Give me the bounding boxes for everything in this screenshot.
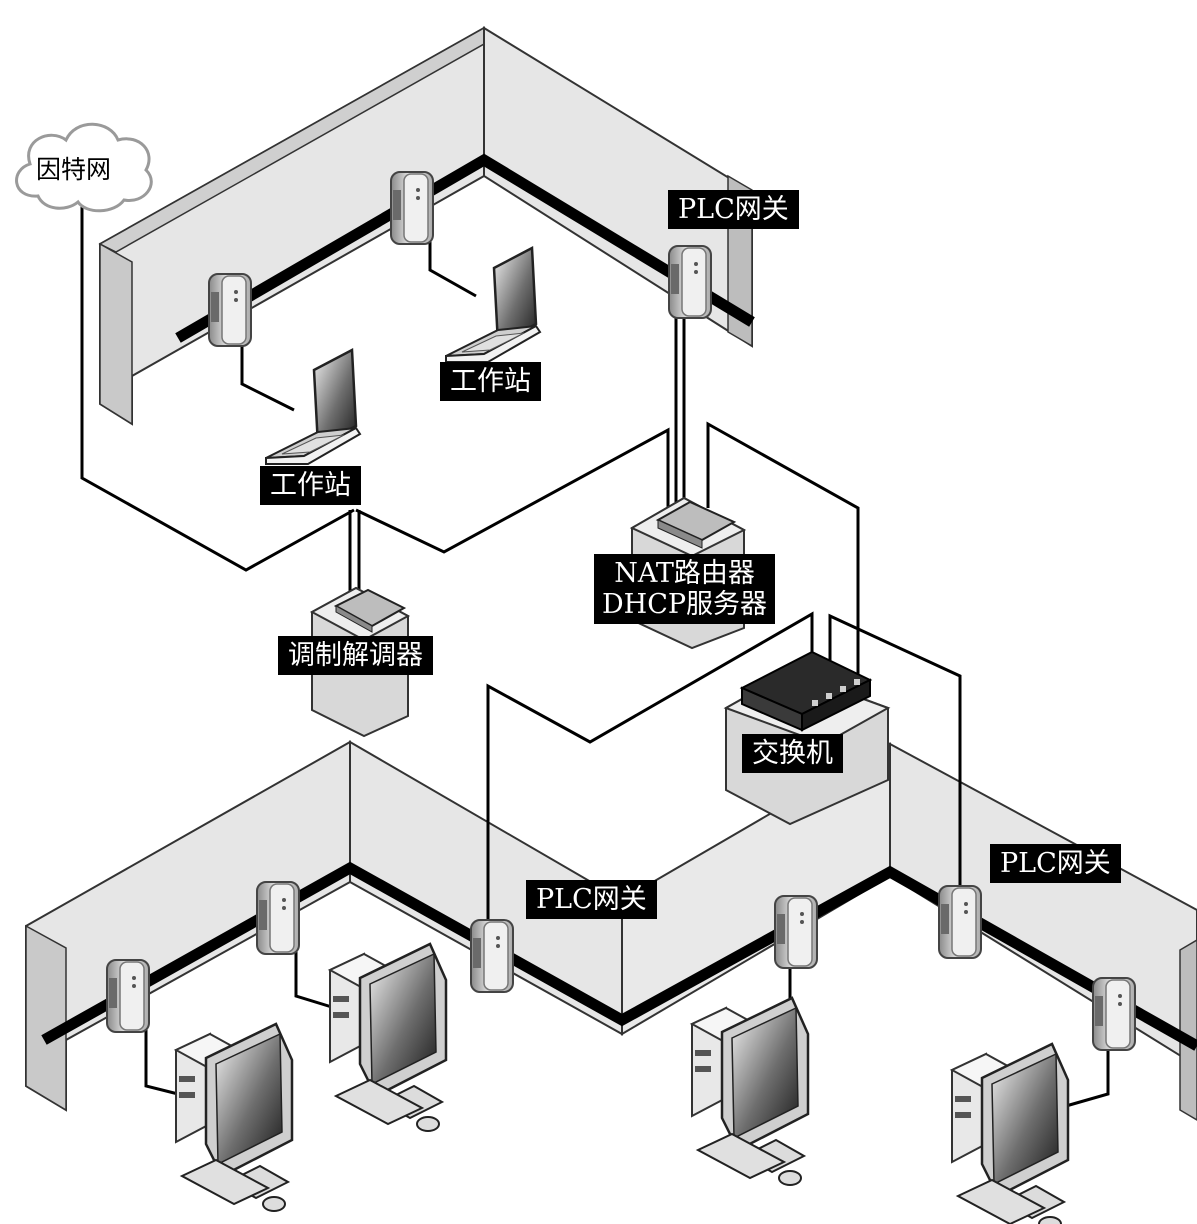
nat-router-label: NAT路由器 DHCP服务器 bbox=[594, 554, 776, 625]
lower-power-line bbox=[41, 861, 1197, 1051]
workstation-left-label: 工作站 bbox=[260, 466, 361, 506]
switch-label: 交换机 bbox=[742, 734, 843, 774]
plc-adapter-icon bbox=[774, 895, 818, 969]
desktop-computer-icon bbox=[690, 996, 810, 1187]
plc-adapter-icon bbox=[1092, 977, 1136, 1051]
internet-cloud-icon bbox=[15, 122, 153, 213]
plc-adapter-icon bbox=[390, 171, 434, 245]
plc-gateway-top-label: PLC网关 bbox=[668, 190, 799, 230]
upper-room bbox=[98, 26, 755, 426]
wire-laptop2 bbox=[428, 234, 477, 298]
plc-gateway-right-label: PLC网关 bbox=[990, 844, 1121, 884]
workstation-right-label: 工作站 bbox=[440, 362, 541, 402]
upper-wall-left-end bbox=[99, 242, 133, 426]
wire-pc4 bbox=[1065, 1030, 1110, 1108]
wire-switch-to-plc-right bbox=[828, 613, 962, 896]
wire-switch-to-plc-middle bbox=[486, 611, 814, 928]
plc-gateway-middle-icon bbox=[470, 919, 514, 993]
plc-adapter-icon bbox=[106, 959, 150, 1033]
wire-laptop1 bbox=[240, 330, 295, 412]
desktop-computer-icon bbox=[328, 942, 448, 1133]
plc-gateway-right-icon bbox=[938, 885, 982, 959]
plc-gateway-middle-label: PLC网关 bbox=[526, 880, 657, 920]
desktop-computer-icon bbox=[950, 1042, 1070, 1224]
laptop-icon bbox=[264, 348, 362, 466]
wire-modem-to-router bbox=[355, 427, 670, 554]
wire-internet-to-modem bbox=[80, 196, 355, 572]
internet-label: 因特网 bbox=[36, 155, 112, 184]
lower-wall-4-end bbox=[1179, 939, 1197, 1121]
upper-power-line bbox=[175, 153, 755, 343]
modem-label: 调制解调器 bbox=[278, 636, 433, 676]
plc-adapter-icon bbox=[256, 881, 300, 955]
desktop-computer-icon bbox=[174, 1022, 294, 1213]
laptop-icon bbox=[444, 246, 542, 364]
nat-router-line2: DHCP服务器 bbox=[602, 589, 768, 621]
nat-router-line1: NAT路由器 bbox=[614, 558, 755, 589]
plc-gateway-top-icon bbox=[668, 245, 712, 319]
lower-wall-1-end bbox=[25, 924, 67, 1112]
plc-adapter-icon bbox=[208, 273, 252, 347]
wire-router-to-switch bbox=[706, 421, 860, 676]
wires bbox=[80, 196, 1110, 1108]
